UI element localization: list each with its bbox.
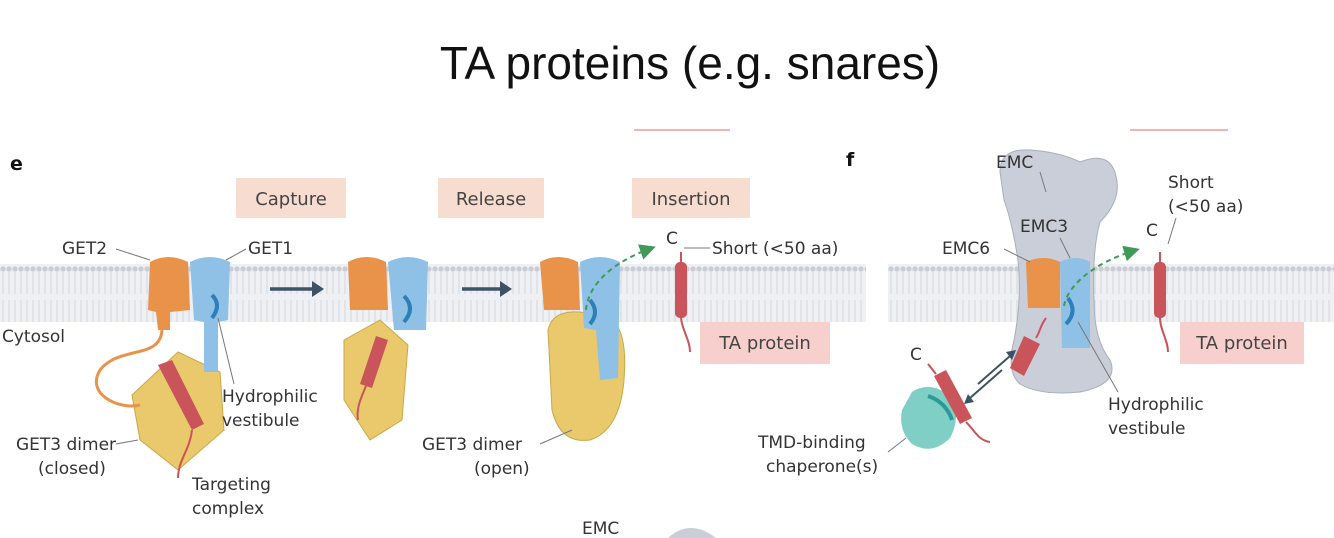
ta-protein-label: TA protein: [718, 333, 811, 354]
slide-title: TA proteins (e.g. snares): [439, 37, 941, 89]
get3-closed-dimer: [343, 319, 409, 441]
ta-protein-label-f: TA protein: [1195, 333, 1288, 354]
exchange-arrow-head: [964, 394, 974, 404]
exchange-arrow-head: [1006, 350, 1016, 360]
get1-protein: [190, 257, 230, 372]
exchange-arrow: [977, 355, 1011, 385]
get3-closed-label-1: GET3 dimer: [16, 435, 116, 455]
release-box: [438, 178, 544, 218]
tmd-label-1: TMD-binding: [757, 433, 866, 453]
short-f-label-1: Short: [1168, 173, 1214, 193]
leader-line: [225, 248, 247, 261]
insertion-box: [632, 178, 750, 218]
exchange-arrow: [969, 369, 1003, 399]
ta-protein-inserted: [1154, 262, 1166, 318]
tether-line: [94, 329, 164, 408]
get3-open-label-2: (open): [474, 459, 530, 479]
c-terminus-label: C: [1146, 221, 1158, 241]
c-terminus-label: C: [666, 229, 678, 249]
leader-line: [1077, 321, 1119, 393]
step-arrow-head: [500, 281, 512, 297]
step-arrow-head: [312, 281, 324, 297]
leader-line: [1167, 217, 1177, 245]
ta-tail: [965, 421, 991, 443]
c-terminus-label: C: [910, 345, 922, 365]
insertion-path-arrow: [1063, 245, 1140, 307]
leader-line: [115, 248, 151, 261]
get1-protein: [580, 257, 620, 380]
ta-protein: [360, 336, 388, 388]
get2-protein: [348, 257, 388, 310]
membrane-f: [888, 264, 1334, 322]
leader-line: [1003, 248, 1031, 263]
leader-line: [887, 437, 907, 453]
ta-tail: [177, 429, 193, 479]
leader-line: [1039, 171, 1047, 193]
ta-tail: [1159, 317, 1169, 353]
ta-tail: [680, 317, 691, 353]
vestibule-mark: [402, 294, 412, 324]
vestibule-mark: [1064, 296, 1075, 326]
release-label: Release: [456, 189, 526, 210]
vestibule-mark: [210, 293, 219, 320]
leader-line: [1059, 237, 1071, 259]
leader-line: [217, 317, 235, 385]
insertion-label: Insertion: [651, 189, 730, 210]
emc6-label: EMC6: [942, 239, 990, 259]
ta-protein: [1010, 336, 1040, 376]
cytosol-label: Cytosol: [2, 327, 65, 347]
ta-tail: [356, 385, 367, 421]
c-terminal-tail: [927, 363, 937, 375]
panel-letter-e: e: [10, 153, 23, 175]
get3-open-label-1: GET3 dimer: [422, 435, 522, 455]
cut-off-shape: [668, 528, 716, 538]
ta-protein-inserted: [675, 262, 687, 318]
emc6-protein: [1026, 258, 1060, 308]
cut-off-label: EMC: [582, 519, 619, 538]
targeting-label-2: complex: [192, 499, 264, 519]
get1-label: GET1: [248, 239, 293, 259]
emc-label: EMC: [996, 153, 1033, 173]
emc3-protein: [1060, 258, 1090, 348]
capture-label: Capture: [255, 189, 327, 210]
hydrophilic-label-1: Hydrophilic: [222, 387, 318, 407]
ta-protein: [158, 360, 204, 430]
chaperone-groove: [927, 394, 954, 421]
ta-protein-box: [700, 322, 830, 364]
hydrophilic-label-2: vestibule: [222, 411, 300, 431]
emc3-label: EMC3: [1020, 217, 1068, 237]
short-label: Short (<50 aa): [712, 239, 838, 259]
tmd-label-2: chaperone(s): [766, 457, 878, 477]
short-f-label-2: (<50 aa): [1168, 197, 1243, 217]
ta-protein: [934, 370, 972, 424]
panel-letter-f: f: [846, 149, 855, 171]
ta-tail: [1035, 317, 1047, 339]
get2-protein: [540, 257, 580, 310]
membrane-e: [0, 264, 866, 322]
ta-protein-box-f: [1180, 322, 1304, 364]
insertion-path-arrow: [585, 244, 656, 311]
get2-label: GET2: [62, 239, 107, 259]
hydrophilic-f-label-1: Hydrophilic: [1108, 395, 1204, 415]
get2-protein: [148, 257, 190, 330]
get1-protein: [388, 257, 428, 330]
get3-closed-dimer: [131, 351, 225, 471]
leader-line: [539, 429, 573, 445]
targeting-label-1: Targeting: [191, 475, 271, 495]
capture-box: [236, 178, 346, 218]
vestibule-mark: [588, 298, 597, 326]
get3-closed-label-2: (closed): [38, 459, 106, 479]
leader-line: [115, 439, 139, 445]
hydrophilic-f-label-2: vestibule: [1108, 419, 1186, 439]
